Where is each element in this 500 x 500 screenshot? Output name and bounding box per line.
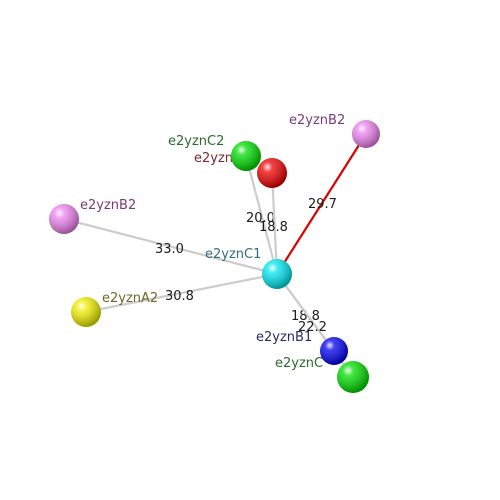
distance-label: 18.8 (291, 309, 320, 324)
atom-c2-top: e2yzn e2yznC2 (168, 134, 261, 171)
atom-label: e2yznB2 (80, 198, 136, 213)
sphere-shading (257, 158, 287, 188)
sphere-shading (49, 204, 79, 234)
atom-a2: e2yznA2 (71, 291, 158, 327)
bond-line (85, 272, 278, 314)
sphere-shading (337, 361, 369, 393)
sphere-shading (71, 297, 101, 327)
bond-line (244, 155, 279, 275)
bond-b2-left: 33.0 (63, 217, 278, 276)
distance-label: 29.7 (308, 197, 337, 212)
bond-a2: 30.8 (85, 272, 278, 314)
atom-label: e2yznC1 (205, 247, 261, 262)
atom-label: e2yznC (275, 356, 323, 371)
sphere-shading (262, 259, 292, 289)
atom-b1: e2yznB1 (256, 330, 348, 365)
distance-label: 33.0 (155, 242, 184, 257)
distance-label: 20.0 (246, 211, 275, 226)
atom-label: e2yzn (194, 151, 233, 166)
bond-line (276, 133, 367, 275)
atom-b2-left: e2yznB2 (49, 198, 136, 234)
atom-label: e2yznB2 (289, 113, 345, 128)
bond-red: 18.8 (259, 172, 288, 275)
atom-label: e2yznA2 (102, 291, 158, 306)
sphere-shading (352, 120, 380, 148)
bond-line (270, 172, 279, 275)
bond-b2-top: 29.7 (276, 133, 367, 275)
atom-c-low: e2yznC (275, 356, 369, 393)
sphere-shading (231, 141, 261, 171)
atom-b2-top: e2yznB2 (289, 113, 380, 148)
atom-label: e2yznB1 (256, 330, 312, 345)
bond-line (63, 217, 278, 276)
sphere-shading (320, 337, 348, 365)
atom-center: e2yznC1 (205, 247, 292, 289)
distance-label: 18.8 (259, 220, 288, 235)
bond-c2-top: 20.0 (244, 155, 279, 275)
atom-red (257, 158, 287, 188)
distance-label: 30.8 (165, 289, 194, 304)
atom-label: e2yznC2 (168, 134, 224, 149)
distance-label: 22.2 (298, 320, 327, 335)
